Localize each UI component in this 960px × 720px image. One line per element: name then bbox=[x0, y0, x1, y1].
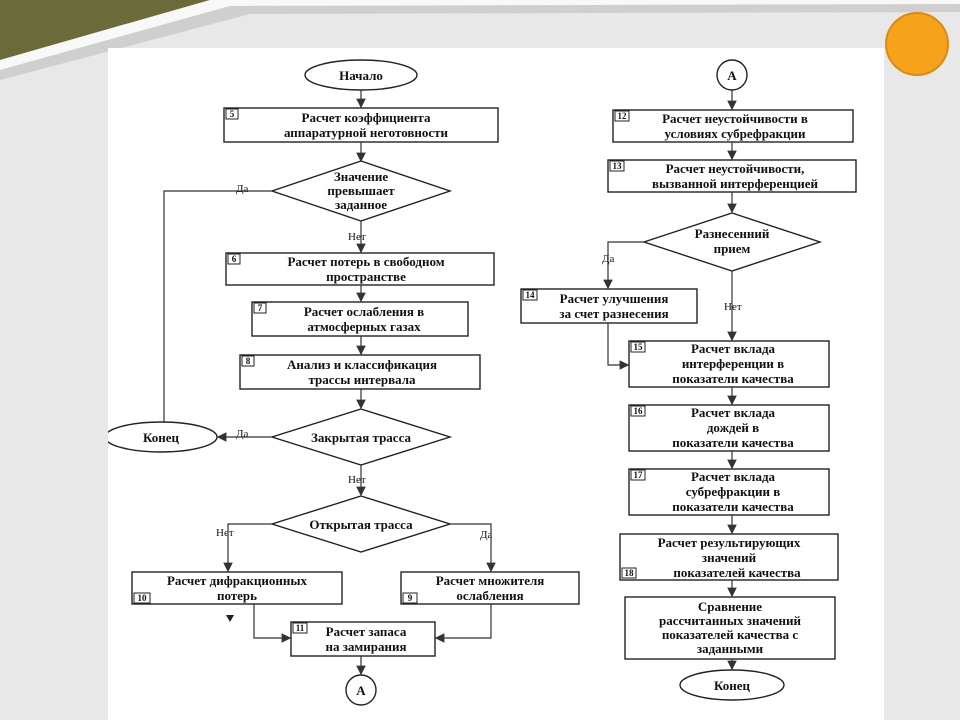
svg-text:рассчитанных значений: рассчитанных значений bbox=[659, 613, 802, 628]
step-12-box: 12 Расчет неустойчивости в условиях субр… bbox=[612, 109, 854, 143]
svg-text:трассы интервала: трассы интервала bbox=[308, 372, 416, 387]
svg-text:пространстве: пространстве bbox=[326, 269, 406, 284]
svg-text:Расчет коэффициента: Расчет коэффициента bbox=[302, 110, 431, 125]
svg-text:Да: Да bbox=[236, 183, 249, 195]
end-terminal-left: Конец bbox=[108, 421, 218, 453]
svg-text:показателей качества с: показателей качества с bbox=[662, 627, 799, 642]
svg-text:Конец: Конец bbox=[714, 678, 751, 693]
svg-text:условиях субрефракции: условиях субрефракции bbox=[665, 126, 806, 141]
step-9-box: Расчет множителя ослабления 9 bbox=[400, 571, 580, 605]
decision-open-path: Открытая трасса bbox=[269, 495, 453, 553]
svg-text:А: А bbox=[356, 683, 366, 698]
svg-text:показателей качества: показателей качества bbox=[673, 565, 801, 580]
svg-text:атмосферных газах: атмосферных газах bbox=[307, 319, 421, 334]
step-8-box: 8 Анализ и классификация трассы интервал… bbox=[239, 354, 481, 390]
svg-text:ослабления: ослабления bbox=[456, 588, 523, 603]
svg-text:18: 18 bbox=[625, 568, 635, 578]
svg-text:13: 13 bbox=[613, 161, 623, 171]
svg-text:прием: прием bbox=[714, 241, 751, 256]
svg-text:Закрытая трасса: Закрытая трасса bbox=[311, 430, 412, 445]
svg-text:Конец: Конец bbox=[143, 430, 180, 445]
step-17-box: 17 Расчет вклада субрефракции в показате… bbox=[628, 468, 830, 516]
svg-text:Нет: Нет bbox=[348, 231, 366, 243]
svg-text:показатели качества: показатели качества bbox=[672, 371, 794, 386]
step-7-box: 7 Расчет ослабления в атмосферных газах bbox=[251, 301, 469, 337]
svg-text:заданное: заданное bbox=[335, 197, 387, 212]
svg-text:15: 15 bbox=[634, 342, 644, 352]
svg-text:Расчет вклада: Расчет вклада bbox=[691, 405, 776, 420]
svg-text:17: 17 bbox=[634, 470, 644, 480]
slide-content: Начало 5 Расчет коэффициента аппаратурно… bbox=[108, 48, 884, 720]
svg-text:Значение: Значение bbox=[334, 169, 388, 184]
step-10-box: Расчет дифракционных потерь 10 bbox=[131, 571, 343, 605]
svg-text:Расчет множителя: Расчет множителя bbox=[436, 573, 545, 588]
svg-text:аппаратурной неготовности: аппаратурной неготовности bbox=[284, 125, 449, 140]
step-13-box: 13 Расчет неустойчивости, вызванной инте… bbox=[607, 159, 857, 193]
svg-text:Расчет дифракционных: Расчет дифракционных bbox=[167, 573, 308, 588]
step-11-box: 11 Расчет запаса на замирания bbox=[290, 621, 436, 657]
svg-text:Нет: Нет bbox=[348, 474, 366, 486]
flowchart: Начало 5 Расчет коэффициента аппаратурно… bbox=[108, 59, 857, 706]
svg-text:превышает: превышает bbox=[327, 183, 395, 198]
svg-text:потерь: потерь bbox=[217, 588, 257, 603]
step-16-box: 16 Расчет вклада дождей в показатели кач… bbox=[628, 404, 830, 452]
svg-text:8: 8 bbox=[246, 356, 251, 366]
start-terminal: Начало bbox=[304, 59, 418, 91]
svg-text:показатели качества: показатели качества bbox=[672, 499, 794, 514]
connector-a-out: А bbox=[345, 674, 377, 706]
svg-text:вызванной интерференцией: вызванной интерференцией bbox=[652, 176, 819, 191]
svg-text:Нет: Нет bbox=[216, 527, 234, 539]
svg-text:Да: Да bbox=[480, 529, 493, 541]
svg-text:за счет разнесения: за счет разнесения bbox=[559, 306, 668, 321]
connector-a-in: А bbox=[716, 59, 748, 91]
svg-text:9: 9 bbox=[408, 593, 413, 603]
svg-text:Анализ и классификация: Анализ и классификация bbox=[287, 357, 437, 372]
svg-text:Открытая трасса: Открытая трасса bbox=[309, 517, 413, 532]
svg-text:7: 7 bbox=[258, 303, 263, 313]
decision-diversity: Разнесенний прием bbox=[641, 212, 823, 272]
svg-text:Да: Да bbox=[236, 428, 249, 440]
svg-text:11: 11 bbox=[296, 623, 305, 633]
svg-text:Разнесенний: Разнесенний bbox=[695, 226, 770, 241]
svg-text:Расчет ослабления в: Расчет ослабления в bbox=[304, 304, 424, 319]
decision-closed-path: Закрытая трасса bbox=[269, 408, 453, 466]
svg-text:показатели качества: показатели качества bbox=[672, 435, 794, 450]
svg-text:16: 16 bbox=[634, 406, 644, 416]
svg-text:Расчет запаса: Расчет запаса bbox=[326, 624, 407, 639]
slide-banner bbox=[0, 0, 960, 80]
svg-text:6: 6 bbox=[232, 254, 237, 264]
svg-text:Расчет неустойчивости,: Расчет неустойчивости, bbox=[666, 161, 805, 176]
step-15-box: 15 Расчет вклада интерференции в показат… bbox=[628, 340, 830, 388]
step-6-box: 6 Расчет потерь в свободном пространстве bbox=[225, 252, 495, 286]
svg-text:заданными: заданными bbox=[697, 641, 764, 656]
svg-text:субрефракции в: субрефракции в bbox=[686, 484, 781, 499]
svg-text:Расчет вклада: Расчет вклада bbox=[691, 469, 776, 484]
svg-text:12: 12 bbox=[618, 111, 628, 121]
svg-text:Нет: Нет bbox=[724, 301, 742, 313]
step-18-box: Расчет результирующих значений показател… bbox=[619, 533, 839, 581]
svg-text:10: 10 bbox=[138, 593, 148, 603]
step-14-box: 14 Расчет улучшения за счет разнесения bbox=[520, 288, 698, 324]
step-5-box: 5 Расчет коэффициента аппаратурной негот… bbox=[223, 107, 499, 143]
svg-text:на замирания: на замирания bbox=[325, 639, 406, 654]
decision-exceeds: Значение превышает заданное bbox=[269, 160, 453, 222]
svg-text:Сравнение: Сравнение bbox=[698, 599, 762, 614]
svg-text:Расчет результирующих: Расчет результирующих bbox=[658, 535, 801, 550]
svg-text:дождей в: дождей в bbox=[707, 420, 759, 435]
svg-text:Расчет потерь в свободном: Расчет потерь в свободном bbox=[287, 254, 444, 269]
svg-text:А: А bbox=[727, 68, 737, 83]
orange-circle-decoration bbox=[885, 12, 949, 76]
end-terminal-right: Конец bbox=[679, 669, 785, 701]
svg-text:14: 14 bbox=[526, 290, 536, 300]
step-compare-box: Сравнение рассчитанных значений показате… bbox=[624, 596, 836, 660]
svg-text:Расчет вклада: Расчет вклада bbox=[691, 341, 776, 356]
svg-text:значений: значений bbox=[702, 550, 757, 565]
svg-text:Расчет неустойчивости в: Расчет неустойчивости в bbox=[662, 111, 808, 126]
svg-text:интерференции в: интерференции в bbox=[682, 356, 784, 371]
svg-text:Начало: Начало bbox=[339, 68, 383, 83]
svg-text:5: 5 bbox=[230, 109, 235, 119]
svg-text:Расчет улучшения: Расчет улучшения bbox=[560, 291, 669, 306]
